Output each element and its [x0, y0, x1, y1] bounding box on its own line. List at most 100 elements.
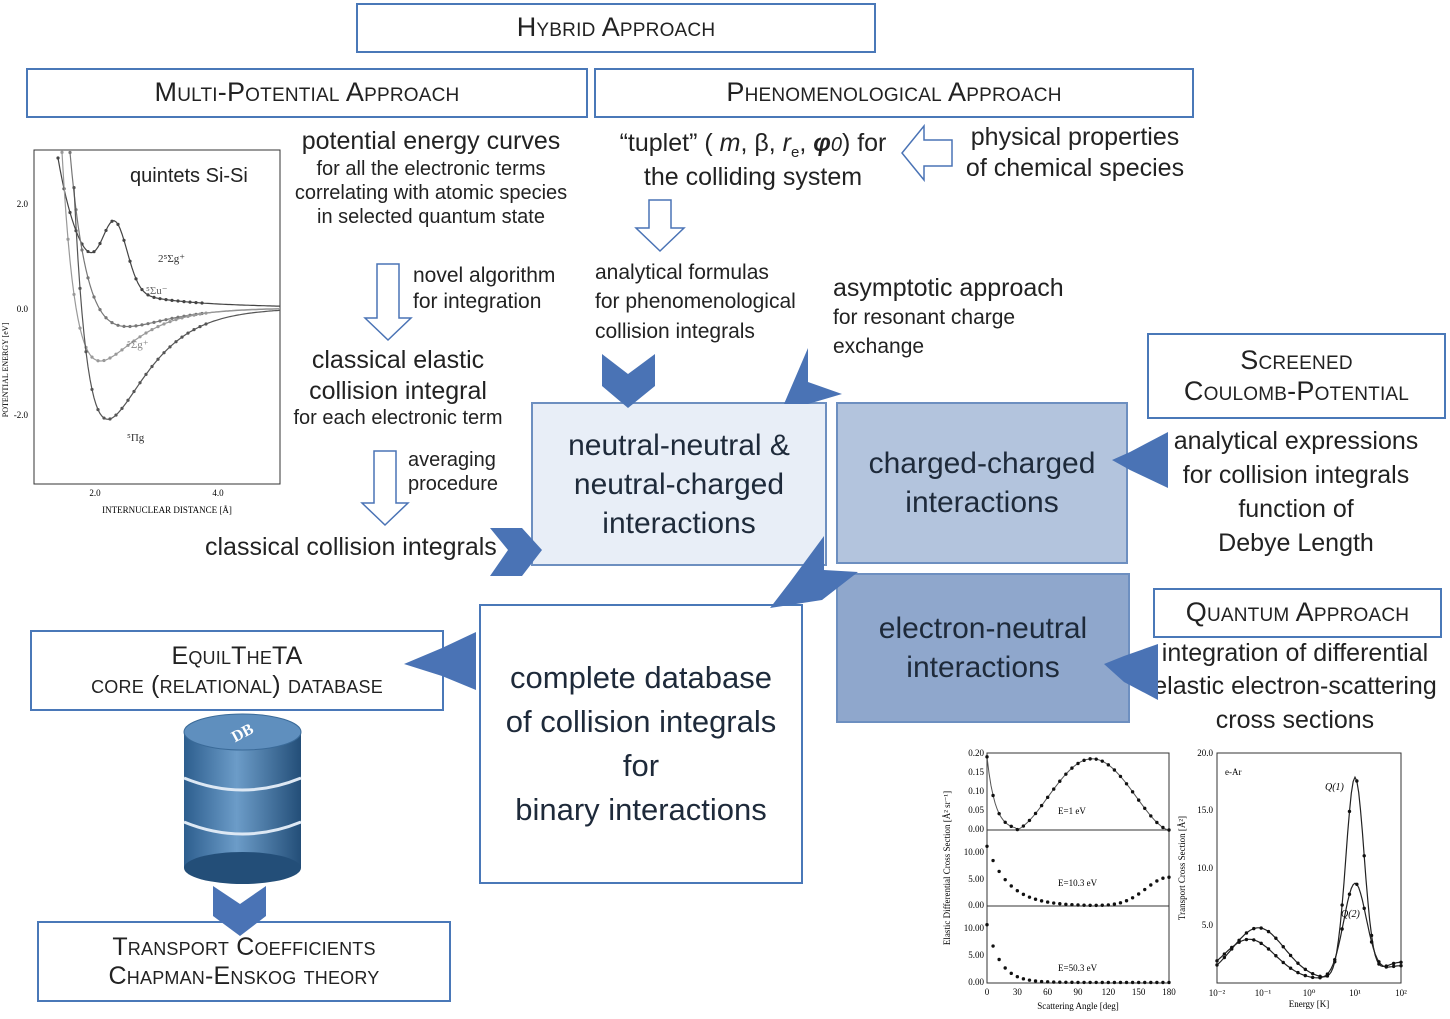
- pec-curve-pi-g-dot-4: [96, 407, 100, 412]
- pec-curve-2sigma-dot-6: [92, 250, 96, 254]
- dcs-point-0-20: [1106, 763, 1111, 767]
- tcs-xtick-0: 10⁻²: [1209, 988, 1226, 998]
- pec-text: potential energy curves for all the elec…: [278, 126, 584, 230]
- dcs-point-2-21: [1112, 980, 1117, 985]
- pec-curve-sigma-u-dot-18: [176, 315, 180, 319]
- pec-curve-label-1: 2⁵Σg⁺: [158, 253, 185, 265]
- tcs-curve-q2-point-8: [1274, 954, 1278, 958]
- dcs-point-2-20: [1106, 980, 1111, 985]
- pec-ytick-2: 0.0: [17, 304, 29, 314]
- expr-text-1: analytical expressions: [1173, 427, 1419, 455]
- pec-curve-sigma-g-dot-15: [150, 328, 154, 332]
- chevron-classical: [490, 528, 542, 576]
- tuplet-close: ) for: [841, 129, 887, 157]
- hybrid-approach-header: Hybrid Approach: [356, 3, 876, 53]
- pec-curve-pi-g-dot-21: [198, 325, 202, 329]
- dcs-point-1-15: [1076, 903, 1080, 907]
- pec-curve-sigma-g-dot-7: [102, 358, 106, 363]
- tcs-curve-q1-point-1: [1222, 955, 1227, 960]
- phys-text-1: physical properties: [970, 123, 1180, 151]
- phenomenological-header: Phenomenological Approach: [594, 68, 1194, 118]
- tcs-curve-q2-point-3: [1237, 940, 1241, 944]
- pec-curve-2sigma-dot-9: [110, 219, 114, 223]
- dcs-point-1-3: [1003, 877, 1007, 882]
- pec-curve-pi-g-dot-6: [108, 417, 112, 421]
- pec-curve-sigma-u-dot-8: [116, 323, 120, 327]
- dcs-point-1-13: [1064, 902, 1068, 906]
- tuplet-zero: 0: [830, 134, 842, 156]
- dcs-point-1-25: [1136, 892, 1141, 896]
- dcs-p2-ytick-3: 0.00: [968, 900, 984, 910]
- dcs-point-0-27: [1149, 814, 1153, 818]
- tcs-curve-q2-point-0: [1215, 959, 1219, 963]
- asym-text-2: for resonant charge: [833, 306, 1016, 329]
- tcs-curve-q2-point-10: [1288, 966, 1293, 970]
- dcs-point-1-12: [1058, 902, 1062, 906]
- tuplet-text-2: the colliding system: [643, 163, 863, 192]
- tcs-curve-q2-point-15: [1325, 972, 1330, 976]
- pec-curve-sigma-u-dot-14: [152, 320, 156, 324]
- pec-curve-sigma-u-dot-5: [98, 308, 102, 312]
- expr-text-4: Debye Length: [1218, 529, 1374, 557]
- novel-algorithm-text: novel algorithm for integration: [413, 263, 555, 314]
- dcs-point-2-14: [1070, 980, 1074, 985]
- dcs-point-0-1: [991, 793, 995, 798]
- pec-curve-sigma-g-dot-19: [174, 318, 178, 322]
- pec-curve-sigma-g-dot-9: [114, 352, 118, 356]
- pec-curve-sigma-u-dot-0: [68, 150, 72, 155]
- pec-curve-sigma-g-dot-22: [192, 313, 196, 317]
- pec-curve-2sigma-dot-13: [134, 277, 138, 281]
- tcs-curve-q1-point-11: [1296, 961, 1300, 965]
- tcs-curve-q2-point-19: [1355, 882, 1359, 886]
- dcs-point-2-27: [1149, 980, 1153, 985]
- pec-curve-sigma-u-dot-3: [86, 276, 90, 280]
- tcs-curve-q1-point-17: [1340, 903, 1344, 907]
- pec-curve-pi-g-dot-10: [132, 389, 136, 394]
- dcs-point-0-2: [997, 811, 1001, 816]
- chevron-down-left: [770, 536, 858, 608]
- tuplet-open: “tuplet” (: [619, 129, 713, 157]
- screened-label-2: Coulomb-Potential: [1183, 376, 1410, 406]
- tcs-curve-q1-point-7: [1266, 929, 1271, 934]
- dcs-point-1-19: [1100, 903, 1104, 907]
- left-arrow-physical: [901, 123, 953, 183]
- dcs-point-2-1: [991, 944, 995, 948]
- tcs-curve-q1-point-20: [1362, 854, 1366, 858]
- pec-text-2: for all the electronic terms: [316, 157, 546, 180]
- dcs-point-0-4: [1009, 824, 1013, 829]
- averaging-text-1: averaging: [408, 449, 496, 471]
- pec-curve-pi-g-dot-20: [192, 328, 196, 332]
- pec-curve-2sigma-dot-8: [104, 228, 108, 233]
- dcs-p3-ytick-2: 5.00: [968, 950, 984, 960]
- tcs-curve-q2-point-12: [1303, 973, 1308, 978]
- pec-plot-frame: [33, 149, 281, 485]
- analytical-expressions-text: analytical expressions for collision int…: [1160, 424, 1432, 560]
- tcs-curve-q2-point-11: [1296, 970, 1300, 975]
- en-label-2: interactions: [906, 651, 1060, 684]
- dcs-p1-label: E=1 eV: [1058, 806, 1086, 816]
- pec-curve-sigma-g-dot-2: [72, 292, 76, 297]
- dcs-point-1-0: [985, 844, 989, 848]
- pec-curve-2sigma-dot-7: [98, 241, 102, 246]
- dcs-point-2-25: [1136, 980, 1141, 985]
- pec-curve-sigma-u-dot-15: [158, 319, 162, 323]
- dcs-point-0-14: [1070, 766, 1074, 770]
- classical-text-3: for each electronic term: [293, 407, 503, 429]
- dcs-point-2-5: [1015, 975, 1020, 979]
- dcs-point-2-16: [1082, 980, 1086, 985]
- tuplet-r: r: [782, 129, 791, 157]
- dcs-point-1-9: [1039, 899, 1044, 903]
- pec-curve-pi-g-dot-11: [138, 381, 142, 385]
- dcs-p3-ytick-3: 0.00: [968, 977, 984, 987]
- chevron-quantum: [1104, 644, 1158, 700]
- nn-label-2: neutral-charged: [573, 467, 785, 501]
- dcs-point-0-24: [1130, 790, 1135, 794]
- chevron-to-equiltheta: [404, 632, 476, 690]
- dcs-point-1-26: [1143, 887, 1147, 892]
- tcs-curve-q1-point-10: [1288, 953, 1293, 958]
- dcs-point-1-1: [991, 858, 995, 863]
- dcs-point-2-19: [1100, 980, 1104, 985]
- pec-curve-sigma-g-dot-1: [66, 237, 70, 241]
- dcs-point-2-11: [1052, 980, 1056, 984]
